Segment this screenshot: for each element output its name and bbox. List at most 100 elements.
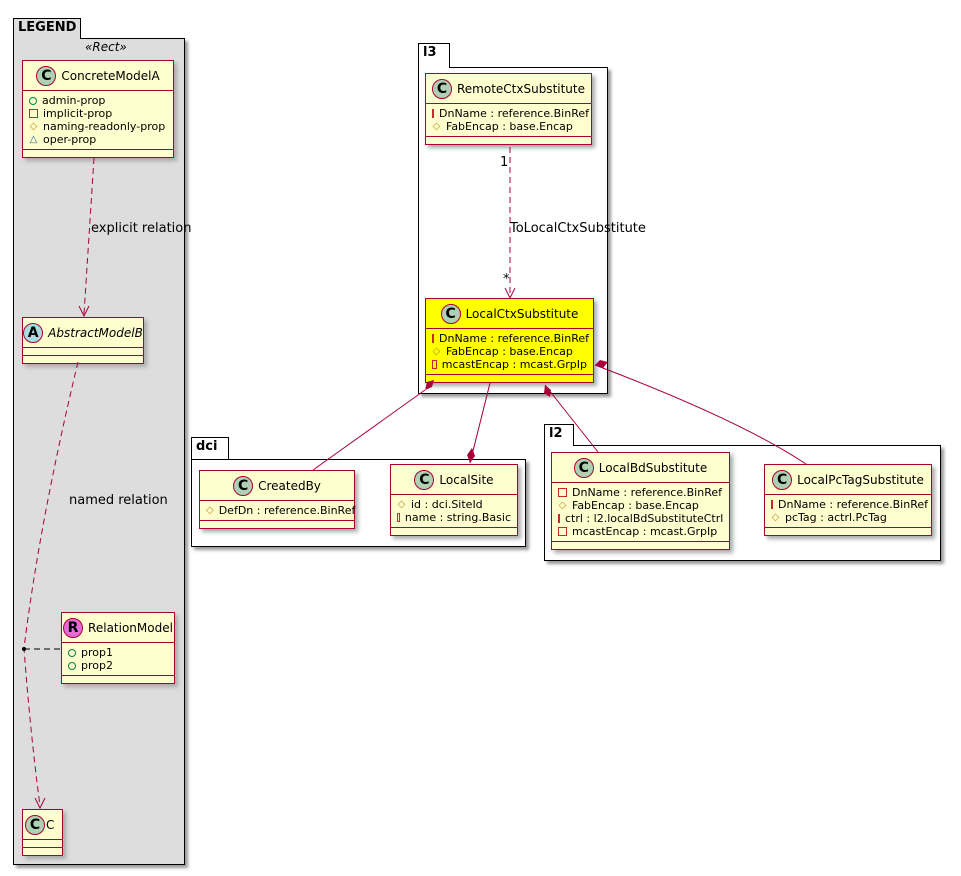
attribute-text: id : dci.SiteId xyxy=(411,498,483,511)
attribute-text: name : string.Basic xyxy=(404,511,511,524)
private-icon xyxy=(558,514,560,523)
attribute: DnName : reference.BinRef xyxy=(432,107,589,120)
multiplicity-many: * xyxy=(503,272,510,287)
private-icon xyxy=(771,500,773,509)
class-attributes: DnName : reference.BinRef◇FabEncap : bas… xyxy=(552,483,729,542)
class-name: ConcreteModelA xyxy=(61,68,160,83)
package-name: l2 xyxy=(544,424,574,446)
attribute-text: FabEncap : base.Encap xyxy=(446,120,573,133)
class-attributes: DnName : reference.BinRef◇ FabEncap : bas… xyxy=(426,104,591,137)
class-icon: C xyxy=(25,814,45,835)
protected-icon: ◇ xyxy=(558,500,567,511)
attribute: ◇pcTag : actrl.PcTag xyxy=(771,511,925,524)
attribute: prop2 xyxy=(68,659,168,672)
attribute-text: FabEncap : base.Encap xyxy=(446,345,573,358)
class-attributes xyxy=(23,840,62,848)
class-methods xyxy=(391,528,517,535)
package-name: dci xyxy=(191,437,229,459)
attribute: ◇ FabEncap : base.Encap xyxy=(432,120,585,133)
class-attributes xyxy=(23,348,143,356)
attribute-text: implicit-prop xyxy=(43,107,113,120)
class-methods xyxy=(552,542,729,549)
attribute: mcastEncap : mcast.GrpIp xyxy=(432,358,587,371)
class-header: C ConcreteModelA xyxy=(23,61,173,91)
package-body xyxy=(13,38,185,865)
multiplicity-one: 1 xyxy=(500,155,509,170)
edge-label-named-relation: named relation xyxy=(69,493,168,508)
attribute: prop1 xyxy=(68,646,168,659)
class-icon: C xyxy=(414,469,435,490)
relation-icon: R xyxy=(63,617,84,638)
protected-icon: ◇ xyxy=(771,512,780,523)
attribute: mcastEncap : mcast.GrpIp xyxy=(558,525,723,538)
private-icon xyxy=(29,109,38,118)
class-name: CreatedBy xyxy=(258,478,321,493)
private-icon xyxy=(397,513,400,522)
class-methods xyxy=(62,676,174,683)
attribute: DnName : reference.BinRef xyxy=(432,332,589,345)
class-name: LocalSite xyxy=(439,472,494,487)
attribute: admin-prop xyxy=(29,94,167,107)
package-stereotype: «Rect» xyxy=(85,40,127,54)
class-name: RemoteCtxSubstitute xyxy=(456,81,585,96)
attribute-text: DnName : reference.BinRef xyxy=(439,332,589,345)
abstract-icon: A xyxy=(23,322,44,343)
protected-icon: ◇ xyxy=(432,121,441,132)
attribute-text: mcastEncap : mcast.GrpIp xyxy=(572,525,718,538)
class-icon: C xyxy=(573,457,594,478)
attribute-text: naming-readonly-prop xyxy=(43,120,166,133)
class-attributes: DnName : reference.BinRef◇ FabEncap : bas… xyxy=(426,329,593,375)
class-icon: C xyxy=(36,65,57,86)
attribute: implicit-prop xyxy=(29,107,167,120)
protected-icon: ◇ xyxy=(397,499,406,510)
class-name: LocalBdSubstitute xyxy=(598,460,708,475)
class-name: AbstractModelB xyxy=(48,325,143,340)
class-methods xyxy=(426,137,591,144)
attribute: ◇ id : dci.SiteId xyxy=(397,498,511,511)
class-methods xyxy=(426,375,593,382)
attribute-text: FabEncap : base.Encap xyxy=(572,499,699,512)
attribute-text: DefDn : reference.BinRef xyxy=(218,504,356,517)
class-methods xyxy=(765,528,931,535)
edge-label-to-local-ctx: ToLocalCtxSubstitute xyxy=(510,221,646,236)
public-icon xyxy=(68,648,76,657)
class-attributes: DnName : reference.BinRef◇pcTag : actrl.… xyxy=(765,495,931,528)
package-name: l3 xyxy=(418,43,450,68)
attribute: ◇naming-readonly-prop xyxy=(29,120,167,133)
attribute: ◇ FabEncap : base.Encap xyxy=(432,345,587,358)
class-abstract-model-b[interactable]: A AbstractModelB xyxy=(22,317,144,364)
attribute: ◇ DefDn : reference.BinRef xyxy=(206,504,355,517)
attribute-text: mcastEncap : mcast.GrpIp xyxy=(441,358,587,371)
protected-icon: ◇ xyxy=(432,346,441,357)
attribute-text: prop2 xyxy=(81,659,113,672)
attribute: △oper-prop xyxy=(29,133,167,146)
attribute-text: DnName : reference.BinRef xyxy=(778,498,928,511)
private-icon xyxy=(432,334,434,343)
class-methods xyxy=(200,521,354,528)
private-icon xyxy=(558,488,567,497)
protected-icon: ◇ xyxy=(206,505,214,516)
attribute-text: oper-prop xyxy=(43,133,97,146)
class-name: LocalPcTagSubstitute xyxy=(797,472,924,487)
attribute-text: DnName : reference.BinRef xyxy=(439,107,589,120)
attribute-text: ctrl : l2.localBdSubstituteCtrl xyxy=(565,512,724,525)
attribute-text: admin-prop xyxy=(42,94,106,107)
class-header: A AbstractModelB xyxy=(23,318,143,348)
attribute: DnName : reference.BinRef xyxy=(771,498,928,511)
